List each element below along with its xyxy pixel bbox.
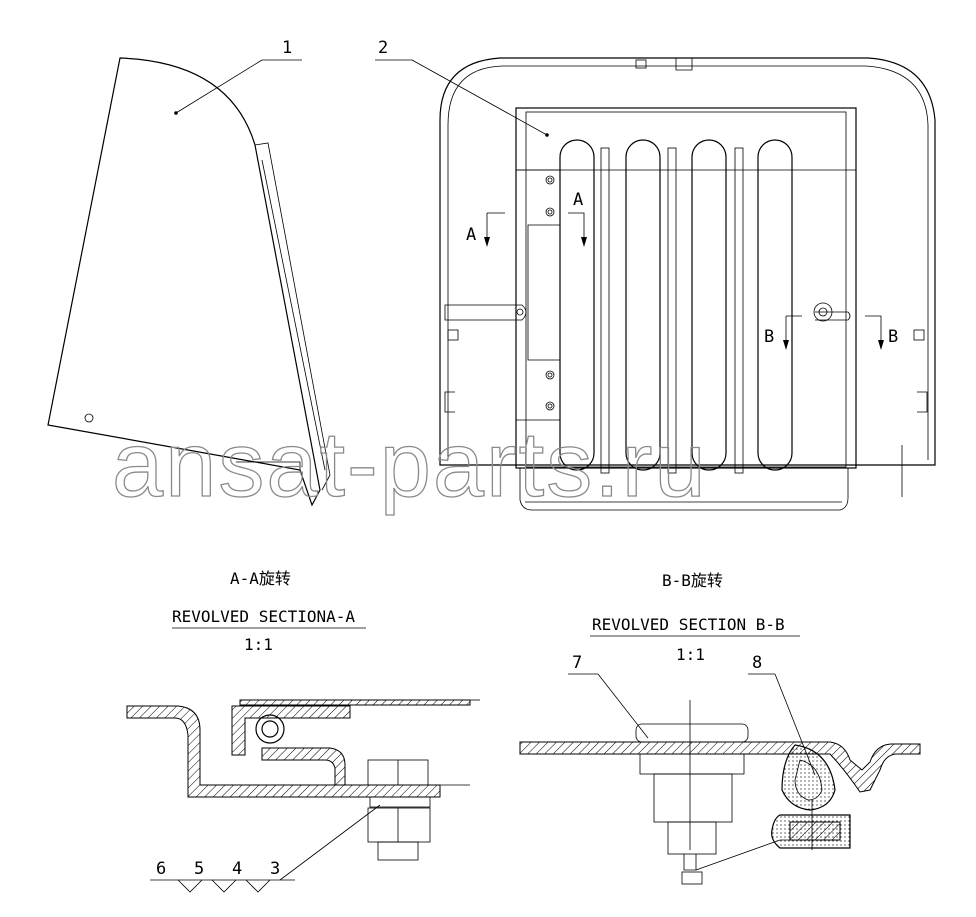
section-arrows-b (783, 315, 884, 350)
section-arrows-a (484, 212, 587, 247)
watermark: ansat-parts.ru (112, 414, 708, 516)
section-aa-detail (126, 699, 480, 861)
section-aa-scale: 1:1 (244, 635, 273, 654)
callout-3: 3 (270, 859, 280, 879)
section-mark-a-right: A (573, 190, 583, 210)
callout-leaders-aa (150, 804, 381, 893)
section-aa-en-title: REVOLVED SECTIONA-A (172, 607, 355, 626)
callout-1: 1 (282, 38, 292, 58)
part-2-front-panel (375, 57, 936, 511)
callout-4: 4 (232, 859, 242, 879)
callout-7: 7 (572, 653, 582, 673)
section-bb-cn-title: B-B旋转 (662, 571, 723, 590)
section-mark-b-left: B (764, 327, 774, 347)
section-bb-en-title: REVOLVED SECTION B-B (592, 615, 785, 634)
part-1-side-panel (47, 57, 331, 507)
callout-6: 6 (156, 859, 166, 879)
section-mark-b-right: B (888, 327, 898, 347)
callout-5: 5 (194, 859, 204, 879)
section-bb-detail (519, 700, 921, 885)
callout-leaders-bb (568, 673, 816, 776)
section-mark-a-left: A (466, 225, 476, 245)
callout-2: 2 (378, 38, 388, 58)
section-bb-scale: 1:1 (676, 645, 705, 664)
section-aa-cn-title: A-A旋转 (230, 569, 291, 588)
callout-8: 8 (752, 653, 762, 673)
